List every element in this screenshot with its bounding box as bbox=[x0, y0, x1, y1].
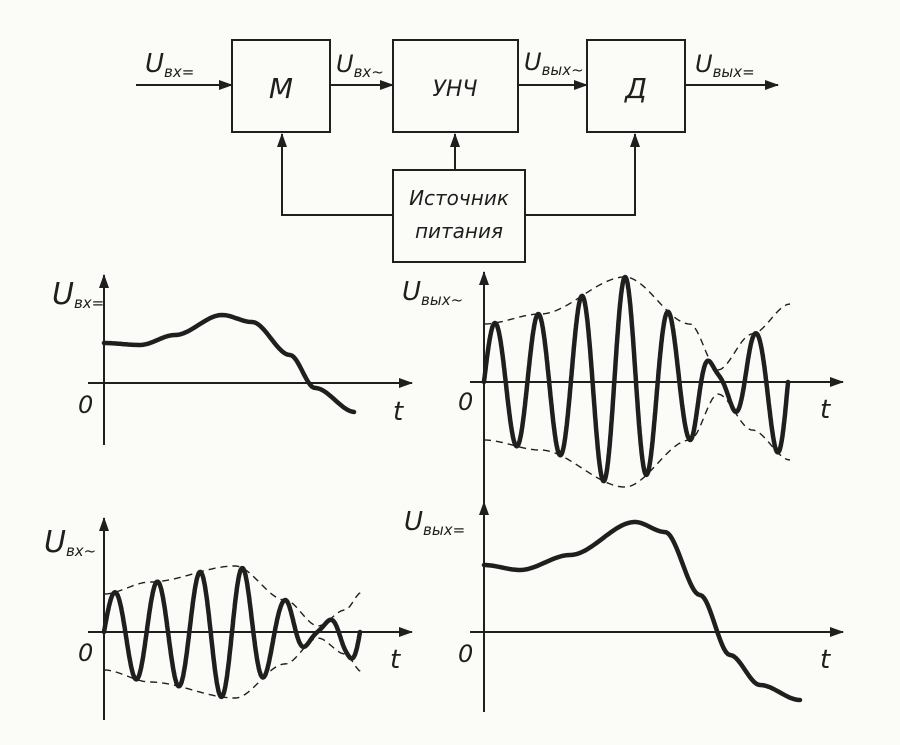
y-axis-label: Uвых= bbox=[404, 507, 465, 539]
block-diagram: Uвх= М Uвх~ УНЧ Uвых~ Д Uвых= Источник п… bbox=[136, 39, 779, 263]
power-supply-block bbox=[392, 169, 526, 263]
power-to-modulator-line bbox=[277, 133, 393, 216]
plot-output-dc: Uвых= 0 t bbox=[404, 501, 844, 712]
plot-amplified-ac: Uвых~ 0 t bbox=[402, 271, 844, 520]
modulator-label: М bbox=[269, 72, 293, 105]
origin-label: 0 bbox=[458, 388, 473, 416]
y-axis-label: Uвх= bbox=[52, 277, 104, 312]
plot-modulated-ac: Uвх~ 0 t bbox=[44, 517, 413, 720]
power-supply-label-line1: Источник bbox=[409, 186, 509, 210]
amplifier-block bbox=[392, 39, 519, 133]
envelope-lower bbox=[103, 637, 363, 699]
envelope-lower bbox=[483, 393, 791, 488]
detector-label: Д bbox=[623, 72, 647, 105]
amp-output-label: Uвых~ bbox=[524, 48, 584, 79]
output-dc-curve bbox=[481, 519, 803, 703]
amplified-ac-wave bbox=[481, 274, 791, 484]
x-axis-label: t bbox=[390, 645, 401, 675]
power-supply-label-line2: питания bbox=[415, 219, 503, 243]
mod-output-label: Uвх~ bbox=[336, 50, 384, 81]
y-axis-label: Uвых~ bbox=[402, 277, 463, 309]
amplifier-label: УНЧ bbox=[432, 77, 477, 102]
x-axis-label: t bbox=[393, 397, 404, 427]
origin-label: 0 bbox=[458, 640, 473, 668]
envelope-upper bbox=[103, 565, 363, 627]
power-to-detector-line bbox=[525, 133, 640, 216]
modulated-ac-wave bbox=[101, 565, 363, 700]
x-axis-label: t bbox=[820, 645, 831, 675]
x-axis-label: t bbox=[820, 395, 831, 425]
plot-input-dc: Uвх= 0 t bbox=[52, 274, 413, 445]
input-signal-label: Uвх= bbox=[145, 49, 194, 81]
y-axis-label: Uвх~ bbox=[44, 525, 96, 560]
dc-signal-curve bbox=[101, 312, 357, 415]
detector-block bbox=[586, 39, 686, 133]
detector-output-label: Uвых= bbox=[695, 50, 755, 81]
origin-label: 0 bbox=[78, 391, 93, 419]
origin-label: 0 bbox=[78, 639, 93, 667]
